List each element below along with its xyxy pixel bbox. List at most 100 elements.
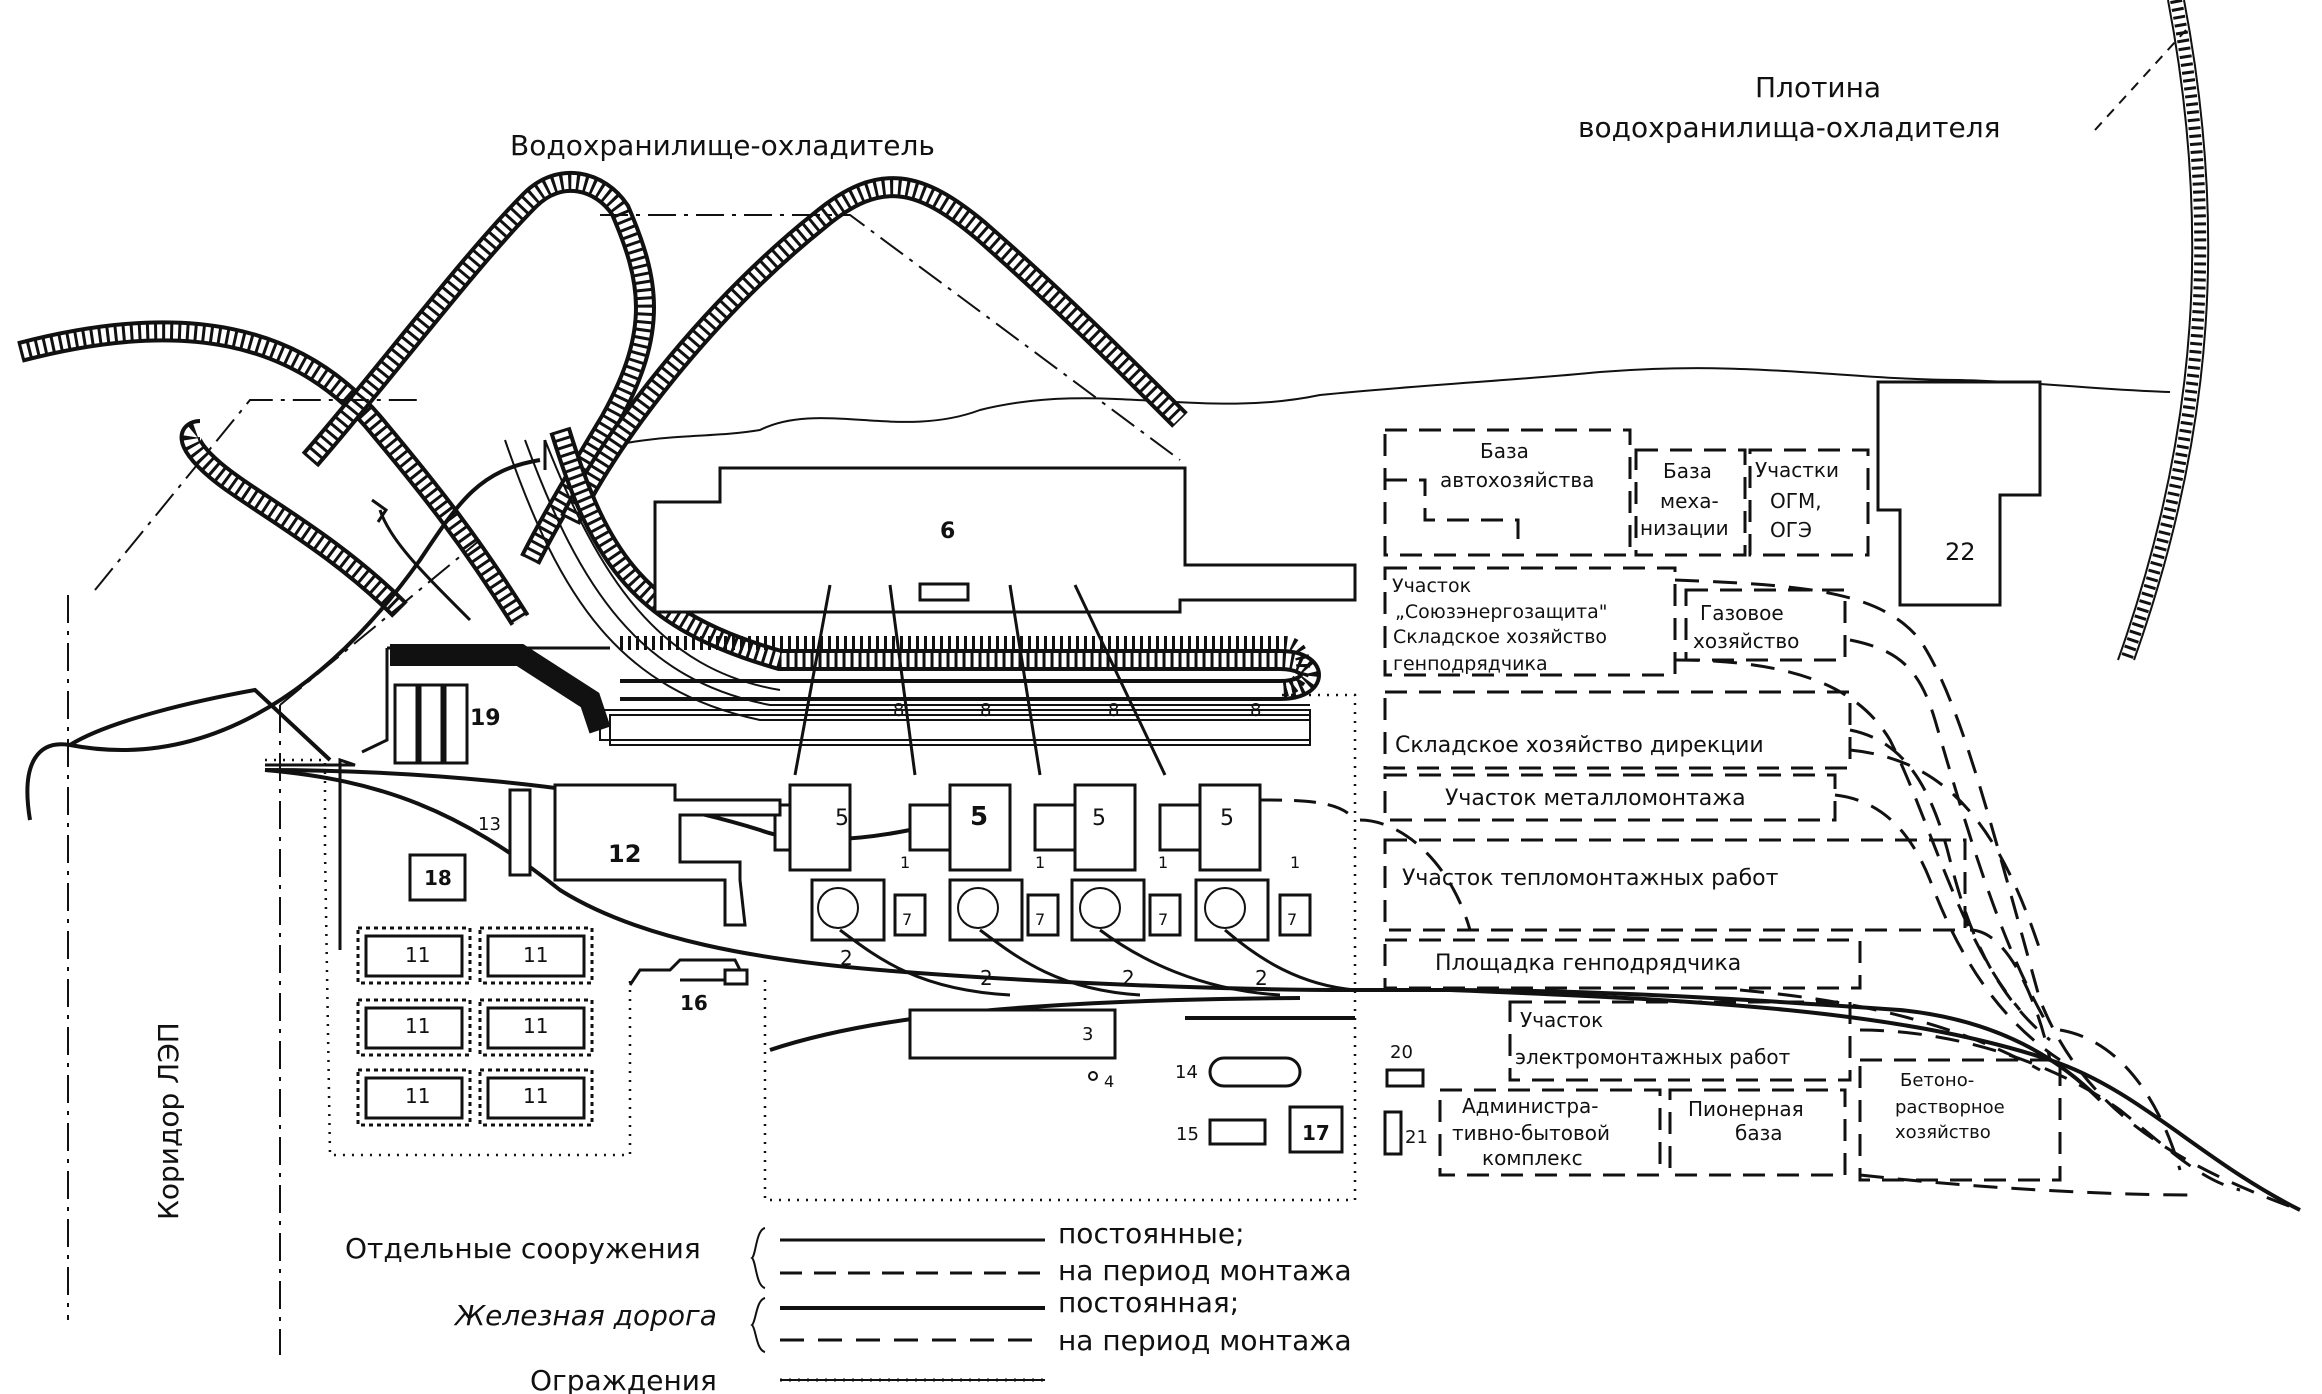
legend-railway: Железная дорога (453, 1299, 717, 1332)
pioneer-line1: Пионерная (1688, 1097, 1804, 1121)
gas-line1: Газовое (1700, 601, 1784, 625)
area-thermal: Участок тепломонтажных работ (1383, 838, 1967, 932)
label-13: 13 (478, 814, 501, 835)
arrows (371, 440, 547, 622)
sez-line4: генподрядчика (1393, 653, 1548, 675)
mech-base-line1: База (1663, 459, 1712, 483)
dam-title-line2: водохранилища-охладителя (1578, 111, 2000, 144)
legend-structures: Отдельные сооружения (345, 1232, 701, 1265)
sez-line2: „Союзэнергозащита" (1395, 601, 1607, 623)
label-8b: 8 (980, 700, 991, 721)
label-21: 21 (1405, 1127, 1428, 1148)
area-mech-base: База меха- низации (1634, 448, 1747, 557)
connections (793, 584, 1167, 776)
area-pioneer: Пионерная база (1668, 1088, 1847, 1177)
shoreline (559, 367, 2171, 463)
area-dir-store: Складское хозяйство дирекции (1383, 690, 1852, 770)
building-18: 18 (408, 853, 467, 902)
area-admin: Администра- тивно-бытовой комплекс (1438, 1088, 1662, 1177)
label-4: 4 (1104, 1072, 1114, 1091)
building-22: 22 (1876, 380, 2042, 607)
dir-store-text: Складское хозяйство дирекции (1395, 733, 1764, 758)
sez-line3: Складское хозяйство (1393, 626, 1607, 648)
label-2c: 2 (1122, 966, 1135, 990)
label-7c: 7 (1158, 910, 1168, 929)
label-15: 15 (1176, 1124, 1199, 1145)
legend-temporary: на период монтажа (1058, 1254, 1352, 1287)
label-16: 16 (680, 991, 708, 1015)
legend-permanent-pl: постоянные; (1058, 1217, 1245, 1250)
label-3: 3 (1082, 1024, 1093, 1045)
admin-line2: тивно-бытовой (1452, 1121, 1610, 1145)
gas-line2: хозяйство (1693, 629, 1799, 653)
pioneer-line2: база (1735, 1121, 1782, 1145)
label-2b: 2 (980, 966, 993, 990)
building-3: 3 4 (908, 1008, 1117, 1091)
buildings-14-15-17: 14 15 17 (1175, 1056, 1344, 1154)
label-2a: 2 (840, 946, 853, 970)
site-fence (265, 646, 1357, 1202)
rail-8-strip: 8 8 8 8 (599, 636, 1311, 741)
label-8c: 8 (1108, 700, 1119, 721)
area-concrete: Бетоно- растворное хозяйство (1858, 1058, 2062, 1182)
label-6: 6 (940, 519, 955, 544)
legend-temporary-rail: на период монтажа (1058, 1324, 1352, 1357)
building-16: 16 (628, 958, 749, 1015)
label-7d: 7 (1287, 910, 1297, 929)
mech-base-line2: меха- (1660, 489, 1719, 513)
area-gas: Газовое хозяйство (1684, 588, 1847, 662)
area-gen-site: Площадка генподрядчика (1383, 938, 1862, 990)
label-11a: 11 (405, 943, 430, 967)
legend-permanent-sg: постоянная; (1058, 1286, 1239, 1319)
dam (2094, 0, 2210, 663)
admin-line3: комплекс (1482, 1146, 1583, 1170)
temp-rails (1359, 578, 2301, 1212)
building-6: 6 (653, 466, 1357, 614)
label-1a: 1 (900, 853, 910, 872)
label-11c: 11 (405, 1014, 430, 1038)
reservoir-title: Водохранилище-охладитель (510, 129, 935, 162)
building-12: 12 (553, 783, 782, 927)
metal-text: Участок металломонтажа (1445, 786, 1746, 811)
auto-base-line2: автохозяйства (1440, 468, 1594, 492)
label-5d: 5 (1220, 806, 1234, 831)
label-5c: 5 (1092, 806, 1106, 831)
area-electro: Участок электромонтажных работ (1508, 1000, 1852, 1082)
area-metal: Участок металломонтажа (1383, 773, 1837, 822)
thermal-text: Участок тепломонтажных работ (1402, 866, 1779, 891)
label-2d: 2 (1255, 966, 1268, 990)
label-11d: 11 (523, 1014, 548, 1038)
dikes (17, 171, 1321, 734)
label-5b: 5 (970, 802, 988, 832)
concrete-line2: растворное (1895, 1097, 2005, 1118)
dam-title-line1: Плотина (1755, 71, 1881, 104)
electro-line1: Участок (1520, 1008, 1603, 1032)
mech-base-line3: низации (1640, 516, 1729, 540)
power-units: 5 1 7 5 1 7 5 1 7 5 1 7 2 2 2 2 (773, 783, 1357, 997)
legend-fences: Ограждения (530, 1364, 717, 1394)
label-1d: 1 (1290, 853, 1300, 872)
gen-site-text: Площадка генподрядчика (1435, 951, 1741, 976)
label-8a: 8 (893, 700, 904, 721)
label-7a: 7 (902, 910, 912, 929)
label-11f: 11 (523, 1084, 548, 1108)
power-corridor-label: Коридор ЛЭП (152, 1022, 185, 1220)
label-11b: 11 (523, 943, 548, 967)
ogm-line2: ОГМ, (1770, 489, 1822, 513)
admin-line1: Администра- (1462, 1094, 1598, 1118)
building-19: 19 (393, 683, 501, 765)
label-19: 19 (470, 706, 501, 731)
label-20: 20 (1390, 1042, 1413, 1063)
electro-line2: электромонтажных работ (1515, 1045, 1791, 1069)
buildings-20-21: 20 21 (1383, 1042, 1428, 1156)
label-1c: 1 (1158, 853, 1168, 872)
boundary-lines (67, 214, 1181, 1355)
legend: Отдельные сооружения постоянные; на пери… (345, 1217, 1352, 1394)
ogm-line1: Участки (1755, 458, 1839, 482)
concrete-line3: хозяйство (1895, 1122, 1991, 1143)
area-ogm: Участки ОГМ, ОГЭ (1748, 448, 1870, 557)
label-12: 12 (608, 840, 641, 868)
buildings-11: 11 11 11 11 11 11 (356, 926, 594, 1127)
area-auto-base: База автохозяйства (1383, 428, 1632, 557)
